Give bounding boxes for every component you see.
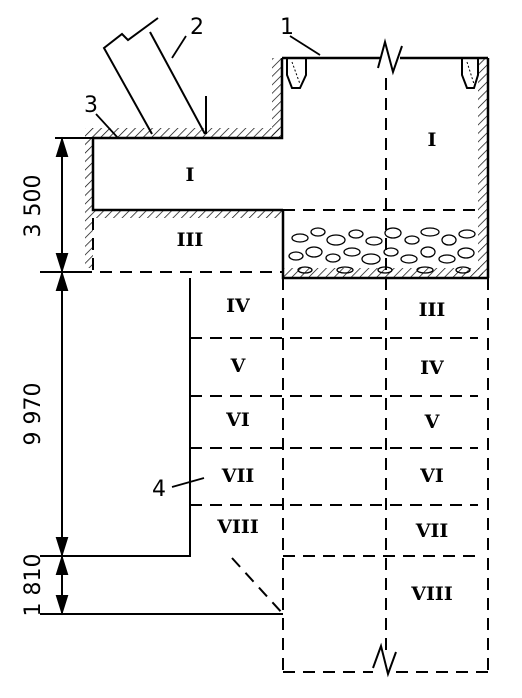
callout-4: 4 xyxy=(152,477,166,502)
right-stage-3: III xyxy=(419,299,446,321)
dimension-line xyxy=(40,136,93,616)
right-stage-6: VI xyxy=(419,465,444,487)
right-stage-1: I xyxy=(428,129,437,151)
callout-2: 2 xyxy=(190,15,204,40)
callout-leaders xyxy=(95,35,321,488)
left-stage-3: III xyxy=(177,229,204,251)
right-stage-7: VII xyxy=(415,520,449,542)
left-stage-7: VII xyxy=(221,465,255,487)
guide-walls xyxy=(286,58,479,89)
left-stage-4: IV xyxy=(226,295,251,317)
dimension-1810: 1 810 xyxy=(21,554,46,617)
left-stage-8: VIII xyxy=(216,516,259,538)
callout-3: 3 xyxy=(84,93,98,118)
right-stage-5: V xyxy=(424,411,441,433)
ground-hatching xyxy=(85,58,488,278)
gravel-fill xyxy=(288,227,476,274)
dimension-9970: 9 970 xyxy=(21,383,46,446)
dashed-lines xyxy=(60,78,489,673)
right-stage-8: VIII xyxy=(410,583,453,605)
excavator-arm xyxy=(102,17,207,135)
left-stage-5: V xyxy=(230,355,247,377)
left-stage-6: VI xyxy=(225,409,250,431)
callout-1: 1 xyxy=(280,15,294,40)
left-stage-1: I xyxy=(186,164,195,186)
dimension-3500: 3 500 xyxy=(21,175,46,238)
right-stage-4: IV xyxy=(420,357,445,379)
